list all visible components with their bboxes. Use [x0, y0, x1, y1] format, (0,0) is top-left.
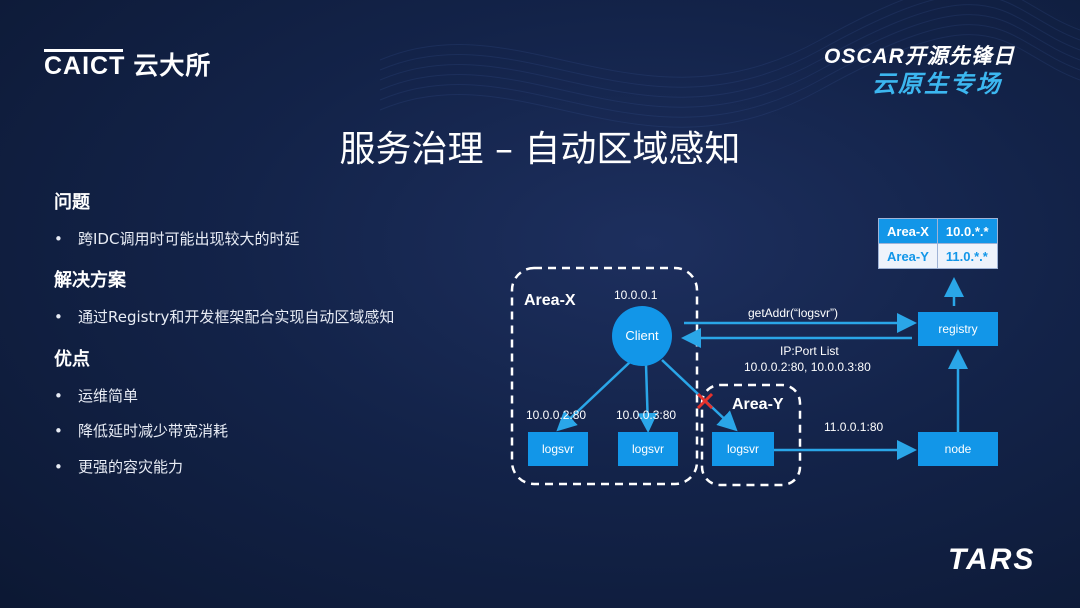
area-x-label: Area-X [524, 292, 576, 309]
area-y-boundary [700, 383, 802, 487]
advantage-item: •更强的容灾能力 [54, 458, 184, 476]
table-row: Area-X 10.0.*.* [878, 218, 998, 244]
tars-logo: TARS [948, 543, 1036, 576]
bullet: • [54, 230, 63, 248]
client-label: Client [625, 328, 659, 343]
solution-item: •通过Registry和开发框架配合实现自动区域感知 [54, 308, 395, 326]
bullet: • [54, 387, 63, 405]
logsvr2-ip: 10.0.0.3:80 [616, 408, 677, 422]
problem-item: •跨IDC调用时可能出现较大的时延 [54, 230, 300, 248]
logsvr-box-3: logsvr [712, 432, 774, 466]
area-x-boundary [510, 266, 699, 486]
advantage-heading: 优点 [54, 349, 90, 370]
blocked-cross-icon [696, 392, 714, 410]
oscar-logo-line1: OSCAR开源先锋日 [824, 45, 1015, 68]
client-to-logsvr2-arrow [637, 363, 658, 433]
logsvr1-ip: 10.0.0.2:80 [526, 408, 587, 422]
bullet: • [54, 308, 63, 326]
logsvr-box-1: logsvr [528, 432, 588, 466]
client-node [612, 306, 672, 366]
table-cell-ip: 10.0.*.* [936, 218, 998, 244]
logsvr-box-2: logsvr [618, 432, 678, 466]
table-cell-area: Area-X [878, 218, 938, 244]
oscar-logo-line2: 云原生专场 [872, 71, 1002, 98]
problem-heading: 问题 [54, 192, 90, 213]
iplist-label: IP:Port List [780, 344, 839, 358]
slide-title: 服务治理 – 自动区域感知 [339, 129, 741, 170]
getaddr-label: getAddr(“logsvr”) [748, 306, 839, 320]
area-ip-table: Area-X 10.0.*.* Area-Y 11.0.*.* [878, 218, 998, 269]
bullet: • [54, 458, 63, 476]
client-to-logsvr1-arrow [556, 361, 631, 432]
table-row: Area-Y 11.0.*.* [878, 243, 998, 269]
solution-heading: 解决方案 [54, 270, 126, 291]
registry-box: registry [918, 312, 998, 346]
area-y-label: Area-Y [732, 396, 784, 413]
caict-logo-cn: 云大所 [133, 52, 212, 80]
iplist-values: 10.0.0.2:80, 10.0.0.3:80 [744, 360, 871, 374]
table-cell-ip: 11.0.*.* [936, 243, 998, 269]
bullet: • [54, 422, 63, 440]
client-ip: 10.0.0.1 [614, 288, 658, 302]
caict-logo-en: CAICT [44, 52, 126, 80]
area-y-ip: 11.0.0.1:80 [824, 420, 884, 434]
caict-logo: CAICT 云大所 [44, 46, 211, 82]
table-cell-area: Area-Y [878, 243, 938, 269]
advantage-item: •运维简单 [54, 387, 139, 405]
advantage-item: •降低延时减少带宽消耗 [54, 422, 229, 440]
node-box: node [918, 432, 998, 466]
